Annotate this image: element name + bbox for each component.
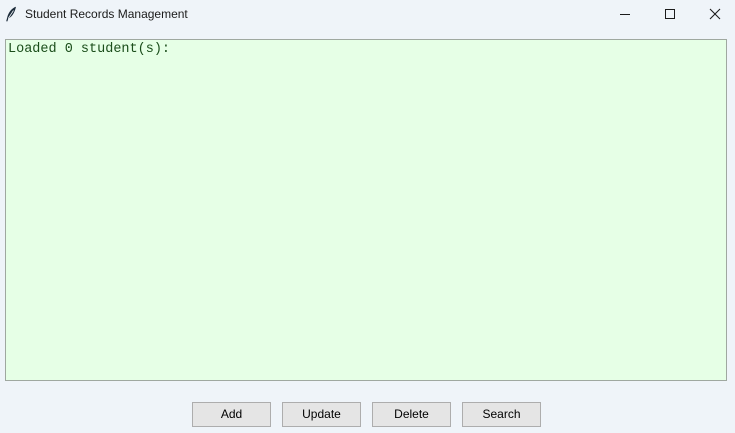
window-title: Student Records Management	[25, 7, 188, 21]
records-output-text: Loaded 0 student(s):	[8, 42, 171, 57]
window-client-area: Loaded 0 student(s): Add Update Delete S…	[0, 29, 735, 433]
title-bar[interactable]: Student Records Management	[0, 0, 735, 29]
search-button[interactable]: Search	[462, 402, 541, 427]
close-button[interactable]	[692, 0, 735, 29]
add-button[interactable]: Add	[192, 402, 271, 427]
update-button[interactable]: Update	[282, 402, 361, 427]
minimize-button[interactable]	[602, 0, 648, 29]
feather-icon	[5, 6, 17, 22]
minimize-icon	[620, 14, 630, 15]
delete-button[interactable]: Delete	[372, 402, 451, 427]
maximize-icon	[665, 9, 675, 19]
close-icon	[709, 8, 721, 20]
maximize-button[interactable]	[647, 0, 693, 29]
records-output-textarea[interactable]: Loaded 0 student(s):	[5, 39, 727, 381]
